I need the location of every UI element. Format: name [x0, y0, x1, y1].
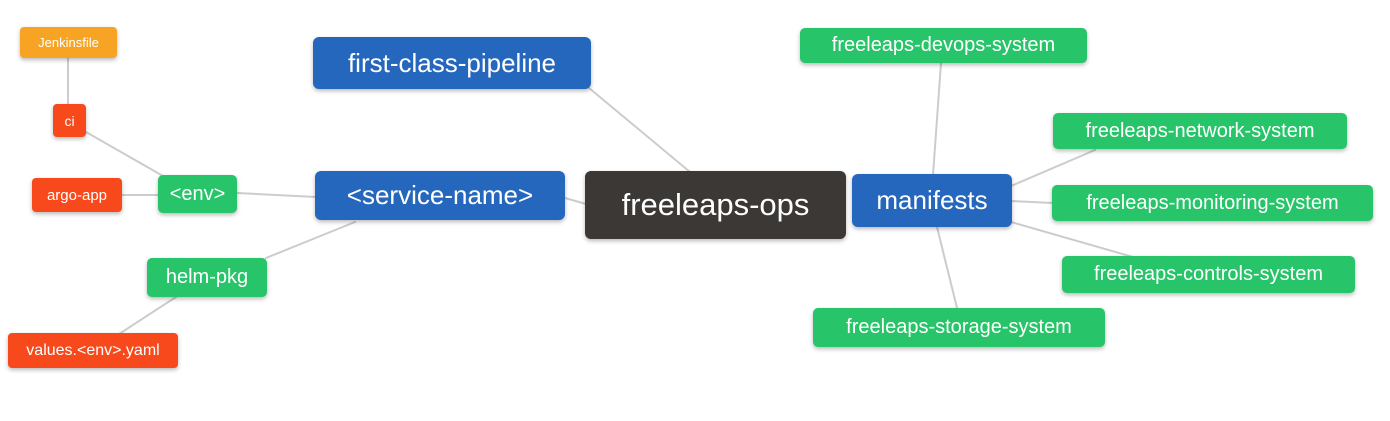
edge-env-service-name [236, 192, 317, 198]
edge-helm-pkg-service-name [265, 221, 356, 259]
edge-devops-manifests [932, 62, 942, 176]
edge-manifests-controls [1010, 221, 1134, 258]
node-manifests[interactable]: manifests [852, 174, 1012, 227]
edge-service-name-root [564, 197, 587, 205]
edge-helm-pkg-values [118, 296, 177, 335]
edge-manifests-storage [936, 226, 958, 309]
edge-ci-env [85, 131, 164, 177]
node-freeleaps-controls-system[interactable]: freeleaps-controls-system [1062, 256, 1355, 293]
edge-pipeline-root [588, 87, 691, 173]
node-env[interactable]: <env> [158, 175, 237, 213]
edge-manifests-monitoring [1010, 200, 1054, 204]
node-first-class-pipeline[interactable]: first-class-pipeline [313, 37, 591, 89]
node-freeleaps-storage-system[interactable]: freeleaps-storage-system [813, 308, 1105, 347]
node-argo-app[interactable]: argo-app [32, 178, 122, 212]
node-freeleaps-monitoring-system[interactable]: freeleaps-monitoring-system [1052, 185, 1373, 221]
edge-manifests-network [1010, 149, 1096, 187]
node-service-name[interactable]: <service-name> [315, 171, 565, 220]
node-freeleaps-ops-root[interactable]: freeleaps-ops [585, 171, 846, 239]
node-freeleaps-network-system[interactable]: freeleaps-network-system [1053, 113, 1347, 149]
node-jenkinsfile[interactable]: Jenkinsfile [20, 27, 117, 58]
node-ci[interactable]: ci [53, 104, 86, 137]
node-values-env-yaml[interactable]: values.<env>.yaml [8, 333, 178, 368]
node-helm-pkg[interactable]: helm-pkg [147, 258, 267, 297]
node-freeleaps-devops-system[interactable]: freeleaps-devops-system [800, 28, 1087, 63]
